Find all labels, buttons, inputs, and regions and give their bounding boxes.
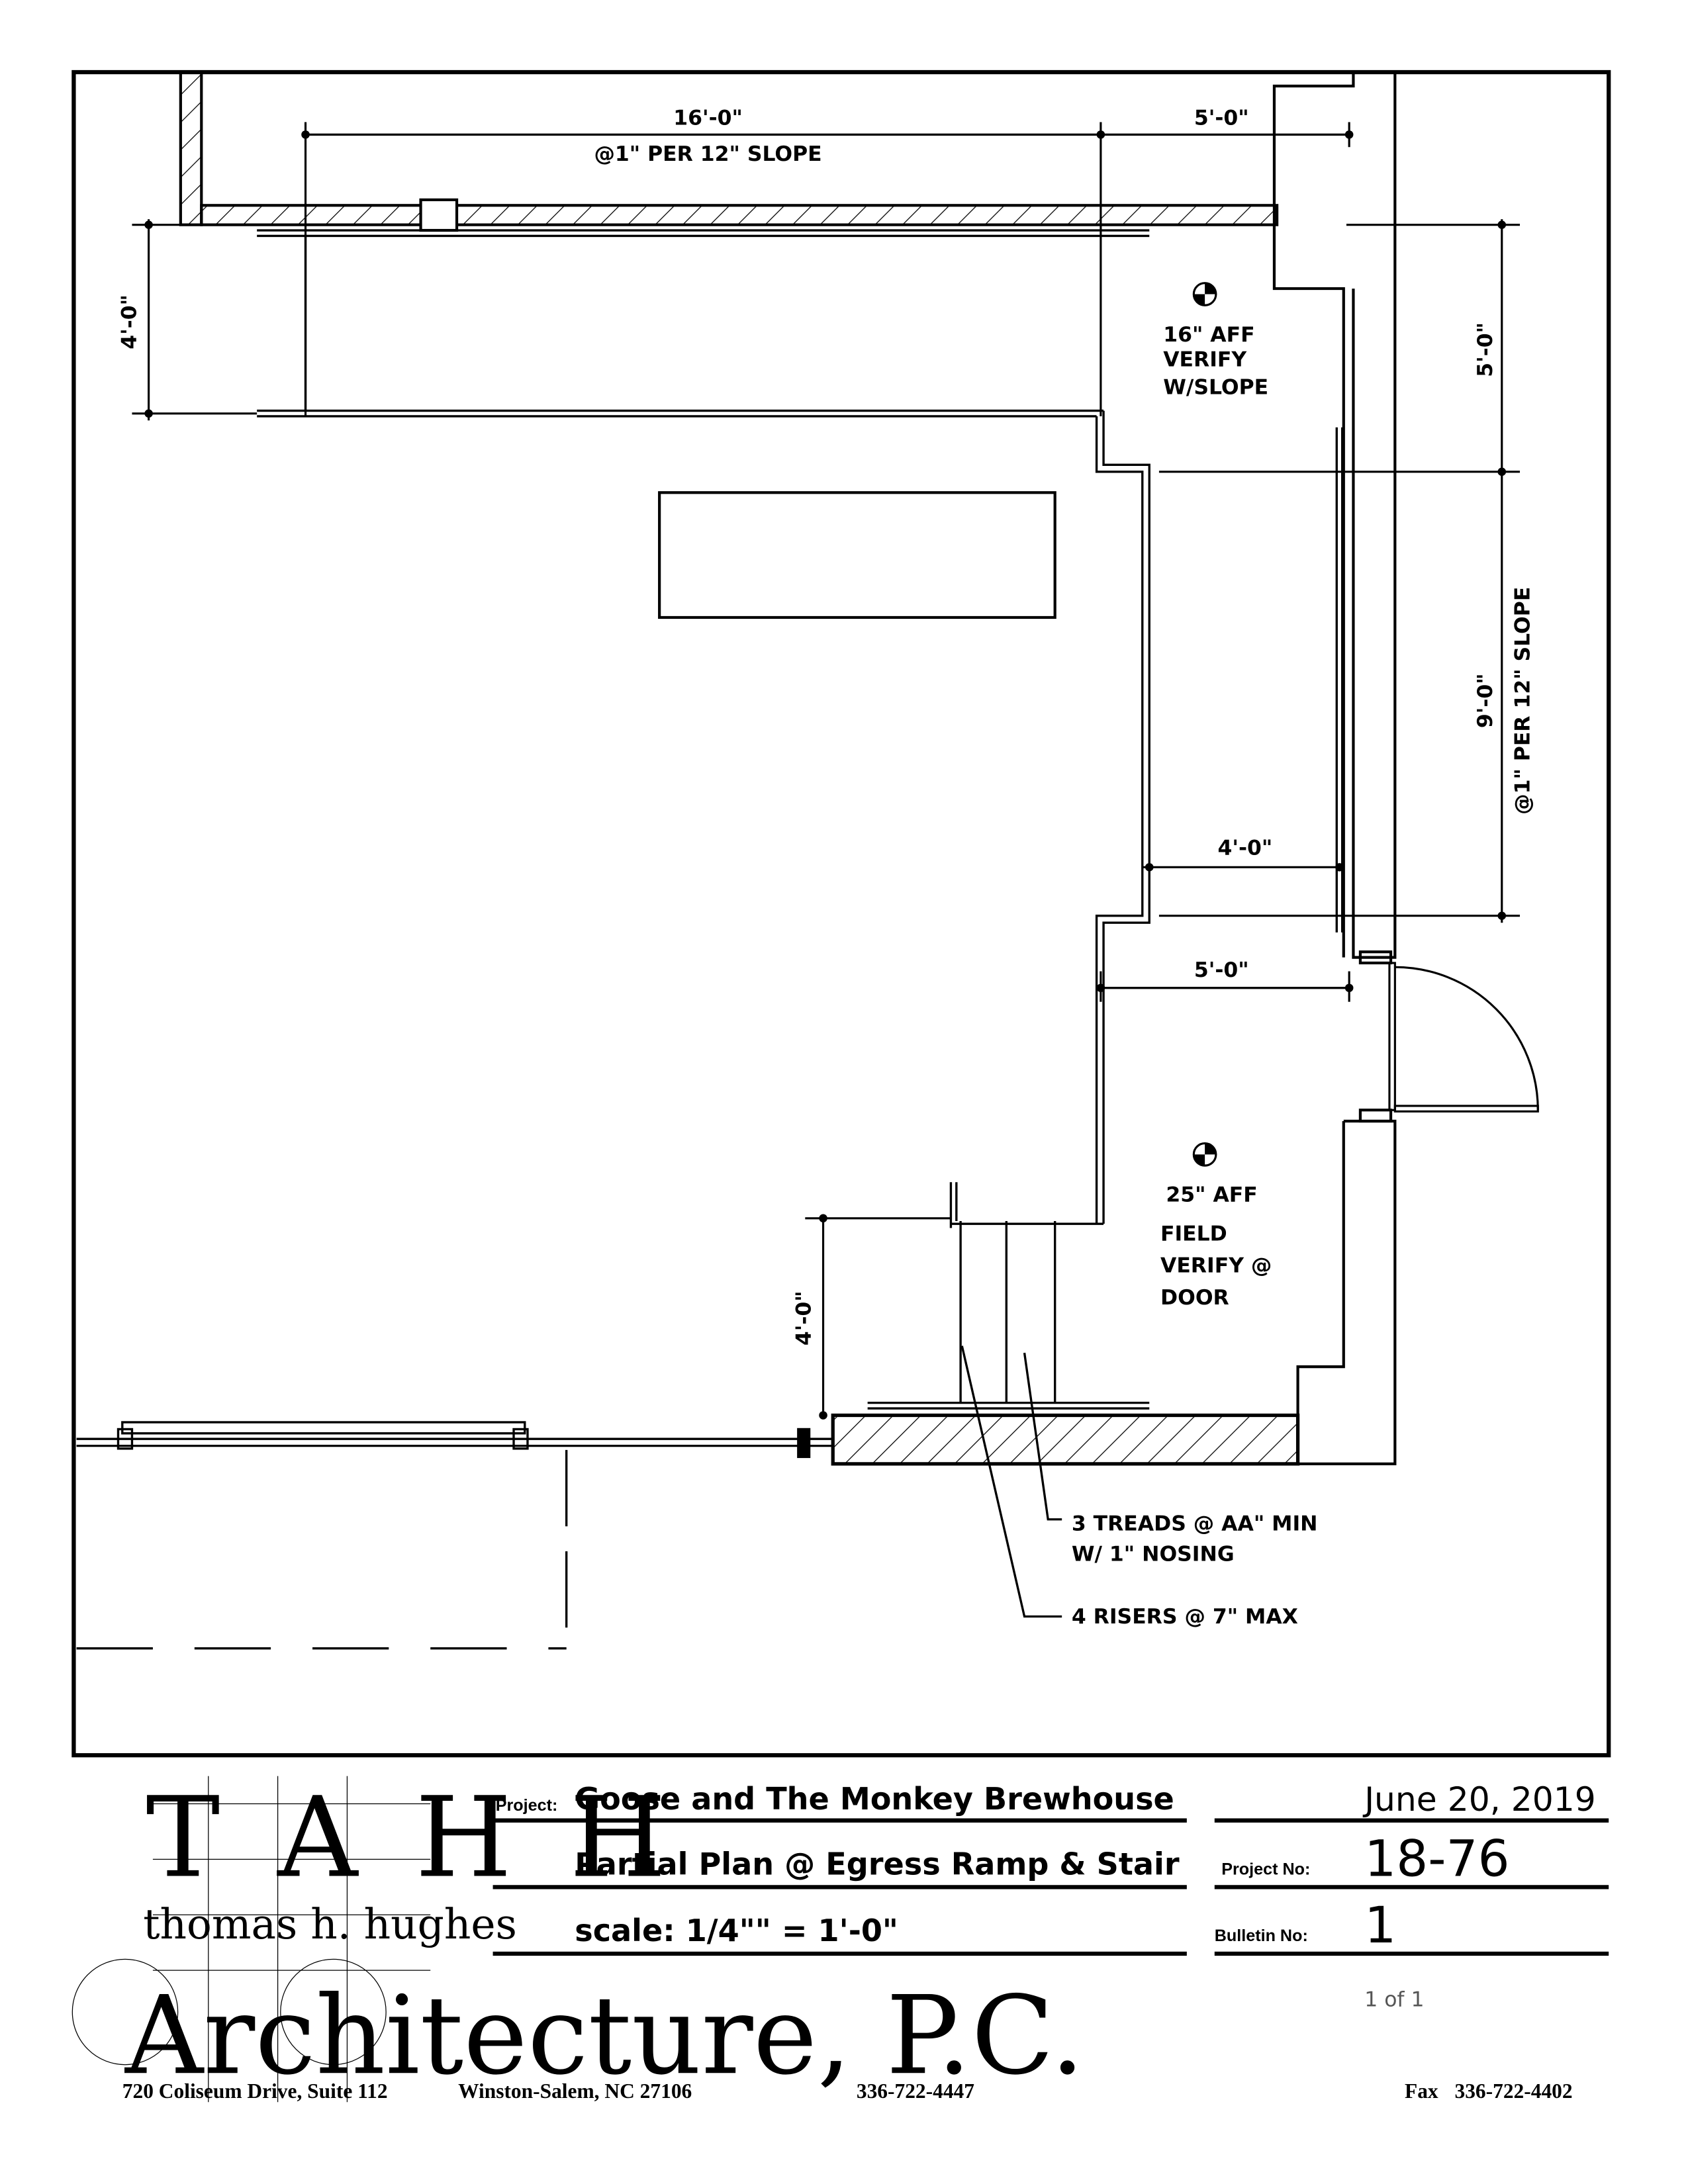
logo-monogram: T A H H	[146, 1773, 677, 1903]
counter	[658, 491, 1056, 619]
elevation-note: VERIFY @	[1160, 1254, 1272, 1278]
bulletin-number: 1	[1364, 1896, 1396, 1954]
elevation-marker-icon	[1192, 1142, 1217, 1167]
date: June 20, 2019	[1362, 1780, 1596, 1819]
sheet-number: 1 of 1	[1364, 1988, 1424, 2012]
dimension-label: 5'-0"	[1194, 958, 1249, 982]
stair-note: 4 RISERS @ 7" MAX	[1072, 1605, 1298, 1629]
ramp	[257, 229, 1344, 1224]
dimension-label: 4'-0"	[792, 1291, 816, 1345]
drawing-title: Partial Plan @ Egress Ramp & Stair	[575, 1846, 1180, 1882]
firm-address: 720 Coliseum Drive, Suite 112	[122, 2079, 388, 2103]
sheet-border	[71, 69, 1611, 1758]
elevation-note: 16" AFF	[1163, 323, 1254, 347]
existing-wall-top	[179, 70, 1279, 232]
dimension-label: 4'-0"	[1218, 836, 1273, 860]
dimension-ticks	[144, 130, 1507, 1420]
firm-fax: 336-722-4402	[1454, 2079, 1572, 2103]
elevation-note: 25" AFF	[1166, 1183, 1257, 1207]
bulletin-label: Bulletin No:	[1215, 1927, 1308, 1945]
project-name: Goose and The Monkey Brewhouse	[575, 1781, 1174, 1817]
stair-note: W/ 1" NOSING	[1072, 1543, 1235, 1567]
firm-city: Winston-Salem, NC 27106	[458, 2079, 692, 2103]
firm-name: thomas h. hughes	[143, 1900, 517, 1948]
slope-note: @1" PER 12" SLOPE	[1511, 587, 1535, 815]
stair-note: 3 TREADS @ AA" MIN	[1072, 1512, 1318, 1536]
title-block-lines	[492, 1818, 1609, 1956]
exit-door	[1388, 962, 1539, 1113]
elevation-note: FIELD	[1160, 1222, 1227, 1246]
firm-phone: 336-722-4447	[857, 2079, 974, 2103]
fax-label: Fax	[1405, 2079, 1438, 2103]
dimension-label: 16'-0"	[673, 107, 743, 130]
existing-wall-right	[1272, 72, 1397, 1465]
project-number: 18-76	[1364, 1830, 1509, 1888]
project-no-label: Project No:	[1221, 1860, 1310, 1878]
stair	[831, 1182, 1300, 1618]
firm-architecture: Architecture, P.C.	[124, 1972, 1085, 2099]
dimension-label: 9'-0"	[1474, 673, 1497, 728]
storefront-wall	[76, 1421, 833, 1650]
elevation-note: DOOR	[1160, 1286, 1229, 1310]
elevation-marker-icon	[1192, 282, 1217, 306]
firm-logo: T A H H thomas h. hughes Architecture, P…	[71, 1773, 1085, 2103]
dimension-label: 4'-0"	[118, 295, 142, 349]
slope-note: @1" PER 12" SLOPE	[594, 142, 821, 166]
dimension-label: 5'-0"	[1194, 107, 1249, 130]
elevation-note: VERIFY	[1163, 347, 1247, 371]
project-label: Project:	[496, 1796, 558, 1815]
elevation-note: W/SLOPE	[1163, 375, 1268, 399]
drawing-scale: scale: 1/4"" = 1'-0"	[575, 1913, 898, 1948]
dimension-label: 5'-0"	[1474, 322, 1497, 377]
